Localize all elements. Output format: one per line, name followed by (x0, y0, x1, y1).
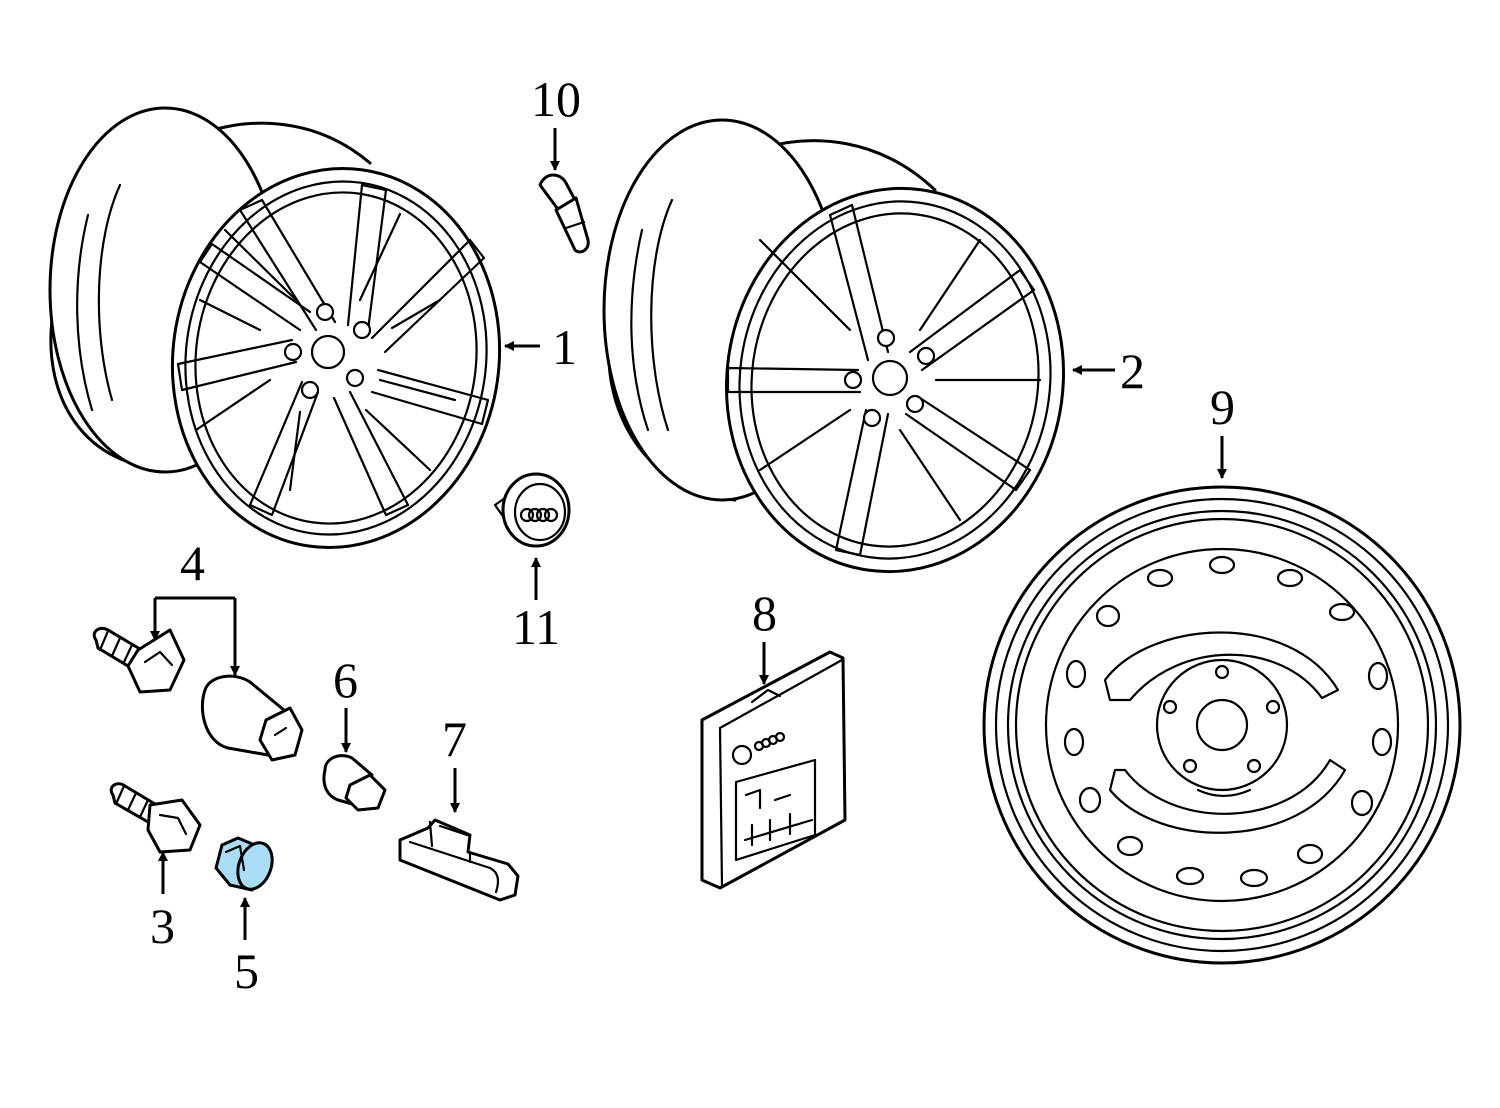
wheel-bolt-part-3[interactable] (109, 782, 202, 854)
four-rings-logo-icon-package (753, 731, 786, 752)
callout-1: 1 (552, 319, 577, 375)
callout-6: 6 (333, 652, 358, 708)
callout-3: 3 (150, 898, 175, 954)
callout-8: 8 (752, 585, 777, 641)
callout-5: 5 (234, 943, 259, 999)
callout-11: 11 (512, 599, 560, 655)
sensor-kit-part-8[interactable] (700, 650, 847, 890)
callout-7: 7 (442, 711, 467, 767)
callout-labels: 1 2 3 4 5 6 7 8 9 10 11 (150, 71, 1235, 999)
lug-nut-part-6[interactable] (322, 754, 387, 812)
callout-2: 2 (1120, 343, 1145, 399)
center-cap-part-11[interactable] (493, 472, 571, 548)
callout-9: 9 (1210, 379, 1235, 435)
valve-stem-part-10[interactable] (538, 173, 590, 254)
tpms-sensor-part-7[interactable] (398, 818, 520, 902)
alloy-wheel-part-2[interactable] (602, 118, 1088, 594)
four-rings-logo-icon (519, 507, 559, 523)
callout-10: 10 (531, 71, 581, 127)
wheel-lock-socket-part-4[interactable] (200, 674, 304, 762)
steel-spare-wheel-part-9[interactable] (982, 485, 1462, 965)
wheel-lock-bolt-part-4[interactable] (92, 626, 186, 694)
wheel-2-spokes (726, 203, 1042, 557)
wheel-9-vent-holes (1063, 555, 1393, 888)
wheel-1-spokes (176, 183, 490, 517)
alloy-wheel-part-1[interactable] (48, 106, 524, 569)
callout-arrows (150, 128, 1227, 940)
callout-4: 4 (180, 535, 205, 591)
bolt-cap-part-5[interactable] (214, 836, 278, 894)
